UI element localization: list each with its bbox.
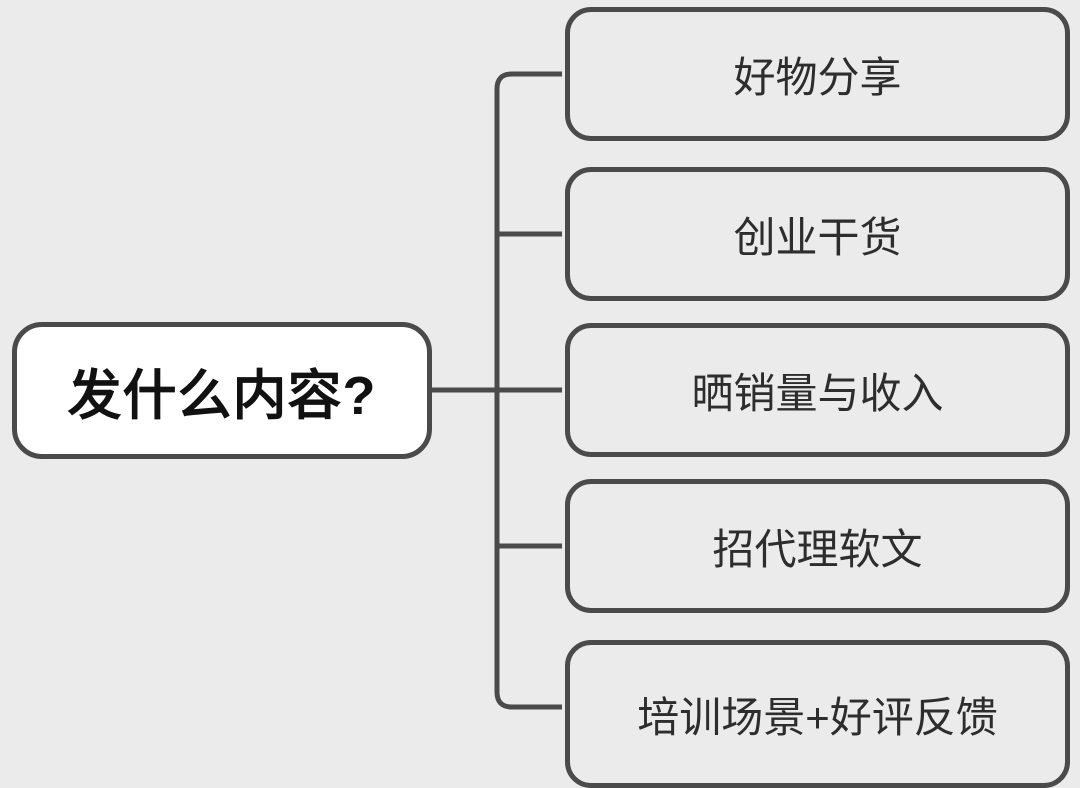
root-node-label: 发什么内容? bbox=[67, 366, 377, 426]
child-node-1[interactable]: 好物分享 bbox=[565, 7, 1070, 141]
child-node-4-label: 招代理软文 bbox=[712, 525, 923, 573]
root-node[interactable]: 发什么内容? bbox=[12, 322, 432, 459]
child-node-5[interactable]: 培训场景+好评反馈 bbox=[565, 640, 1070, 788]
child-node-5-label: 培训场景+好评反馈 bbox=[637, 693, 998, 741]
child-node-2[interactable]: 创业干货 bbox=[565, 167, 1070, 301]
child-node-3[interactable]: 晒销量与收入 bbox=[565, 323, 1070, 457]
child-node-3-label: 晒销量与收入 bbox=[691, 369, 944, 417]
child-node-1-label: 好物分享 bbox=[733, 53, 902, 101]
connector-trunk bbox=[494, 71, 562, 710]
child-node-2-label: 创业干货 bbox=[733, 213, 902, 261]
child-node-4[interactable]: 招代理软文 bbox=[565, 479, 1070, 613]
